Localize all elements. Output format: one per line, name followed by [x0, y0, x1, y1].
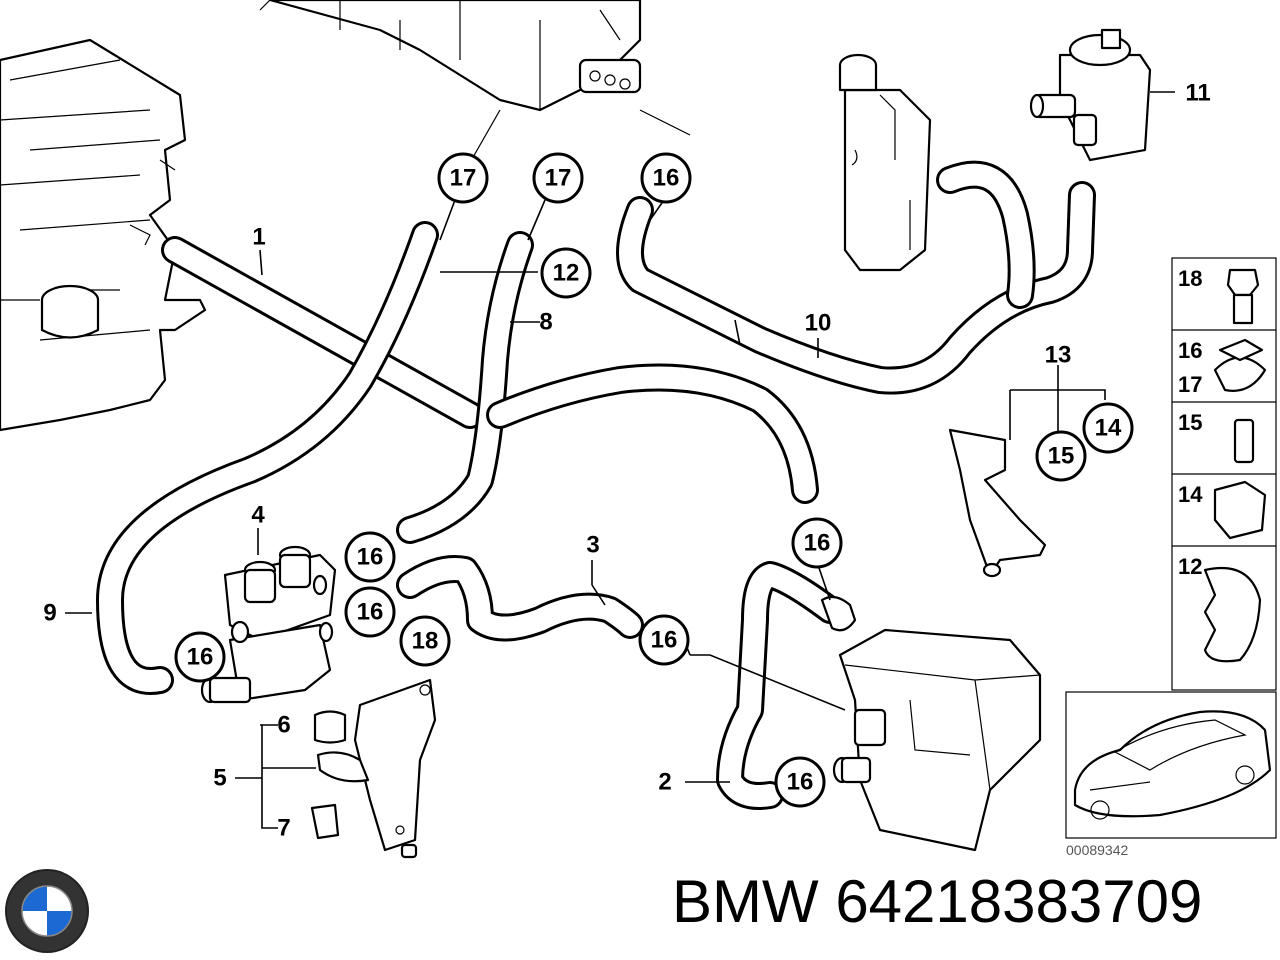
- hose-10: [616, 160, 1096, 395]
- legend-label-16: 16: [1178, 338, 1202, 363]
- bmw-logo: [5, 869, 89, 953]
- hose-holder: [948, 365, 1106, 578]
- leader-lines: [65, 199, 846, 829]
- legend-label-12: 12: [1178, 554, 1202, 579]
- legend-label-15: 15: [1178, 410, 1202, 435]
- diagram-code: 00089342: [1066, 842, 1129, 858]
- legend-label-17: 17: [1178, 372, 1202, 397]
- hose-9: [96, 221, 439, 695]
- label-grommet-6: 6: [277, 712, 290, 739]
- callout-16-left: 16: [174, 631, 226, 683]
- auxiliary-heater: [820, 595, 1042, 852]
- legend-label-14: 14: [1178, 482, 1203, 507]
- callout-14: 14: [1082, 402, 1134, 454]
- expansion-tank: [838, 53, 932, 272]
- label-hose-1: 1: [252, 224, 265, 251]
- label-hose-8: 8: [539, 309, 552, 336]
- hose-1: [161, 236, 484, 429]
- engine-block: [0, 38, 207, 432]
- label-hose-3: 3: [586, 532, 599, 559]
- callout-15: 15: [1035, 430, 1087, 482]
- callout-16-heater: 16: [774, 756, 826, 808]
- label-hose-2: 2: [658, 769, 671, 796]
- part-number-caption: BMW 64218383709: [672, 872, 1202, 932]
- svg-text:16: 16: [787, 769, 814, 796]
- callout-16-valve-lower: 16: [344, 586, 396, 638]
- callout-17a: 17: [437, 152, 489, 204]
- label-pump-11: 11: [1185, 80, 1210, 107]
- label-hose-9: 9: [43, 600, 56, 627]
- small-parts: [310, 710, 370, 840]
- label-holder-13: 13: [1045, 342, 1072, 369]
- svg-text:16: 16: [357, 599, 384, 626]
- svg-text:14: 14: [1095, 415, 1122, 442]
- svg-text:16: 16: [187, 644, 214, 671]
- svg-text:17: 17: [450, 165, 477, 192]
- callout-16-top: 16: [640, 152, 692, 204]
- label-hose-10: 10: [805, 310, 832, 337]
- callout-16-tank: 16: [791, 517, 843, 569]
- callout-16-hose3: 16: [638, 614, 690, 666]
- svg-text:16: 16: [804, 530, 831, 557]
- bracket: [353, 678, 437, 859]
- engine-top: [259, 0, 691, 181]
- hose-2: [716, 561, 844, 810]
- callout-17b: 17: [532, 152, 584, 204]
- svg-text:16: 16: [357, 544, 384, 571]
- svg-text:17: 17: [545, 165, 572, 192]
- heater-valve: [200, 545, 337, 704]
- svg-text:18: 18: [412, 628, 439, 655]
- brand-name: BMW: [672, 868, 819, 935]
- svg-text:16: 16: [651, 627, 678, 654]
- label-clip-7: 7: [277, 815, 290, 842]
- label-valve-4: 4: [251, 502, 265, 529]
- callout-16-valve-upper: 16: [344, 531, 396, 583]
- legend-label-18: 18: [1178, 266, 1202, 291]
- callout-12: 12: [540, 247, 592, 299]
- svg-text:15: 15: [1048, 443, 1075, 470]
- hose-connector: [486, 363, 819, 504]
- svg-text:12: 12: [553, 260, 580, 287]
- legend-panel: [1171, 257, 1277, 691]
- callout-18: 18: [399, 615, 451, 667]
- label-bracket-5: 5: [213, 765, 226, 792]
- electric-water-pump: [1029, 28, 1175, 162]
- hose-8: [396, 231, 534, 544]
- hose-3: [396, 555, 644, 642]
- svg-text:16: 16: [653, 165, 680, 192]
- part-number: 64218383709: [835, 868, 1203, 935]
- car-inset: [1065, 691, 1277, 839]
